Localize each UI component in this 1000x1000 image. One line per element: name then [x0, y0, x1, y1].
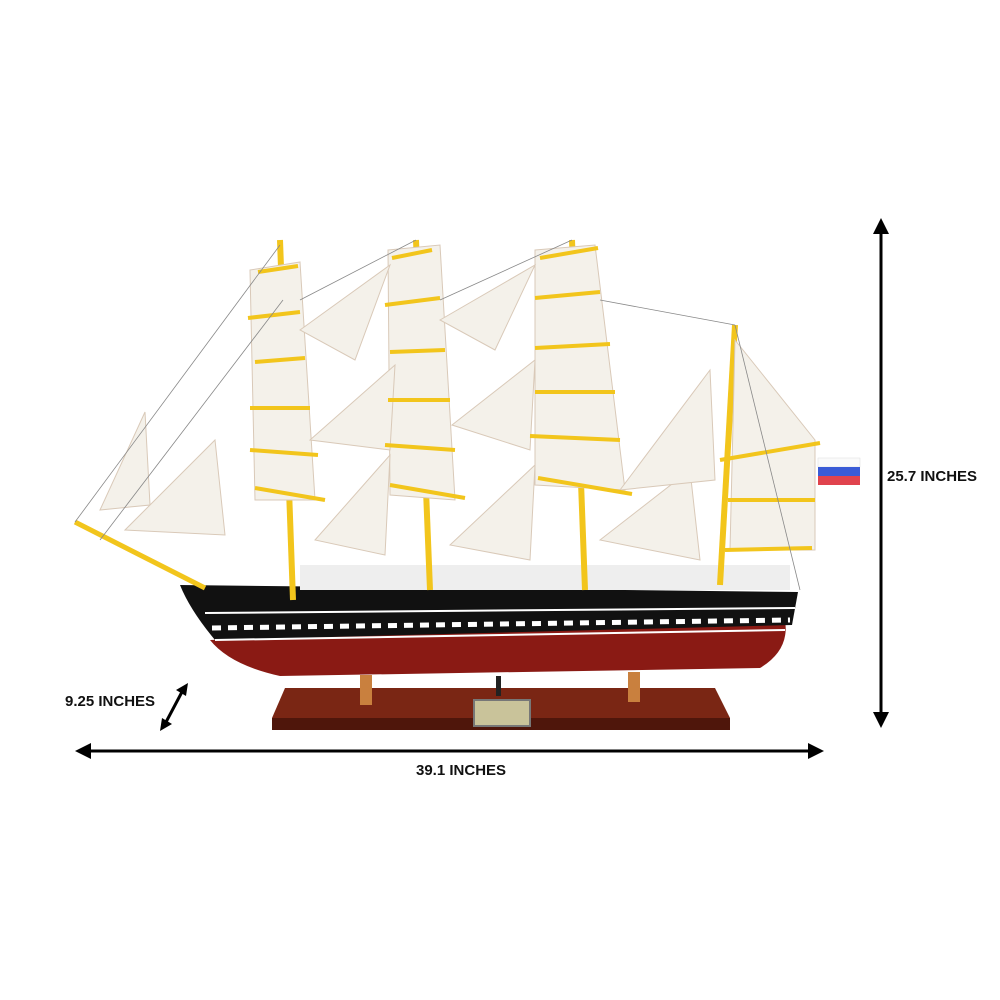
russian-flag: [817, 457, 861, 485]
width-arrow: [163, 689, 185, 725]
height-label: 25.7 INCHES: [887, 468, 978, 485]
yards: [247, 246, 821, 552]
dimension-arrows: [75, 218, 889, 759]
nameplate: [473, 699, 531, 727]
bowsprit: [73, 519, 207, 591]
width-label: 9.25 INCHES: [65, 693, 156, 710]
length-label: 39.1 INCHES: [416, 762, 507, 779]
display-stand: [272, 672, 730, 730]
hull: [180, 565, 798, 676]
rigging: [74, 239, 801, 591]
